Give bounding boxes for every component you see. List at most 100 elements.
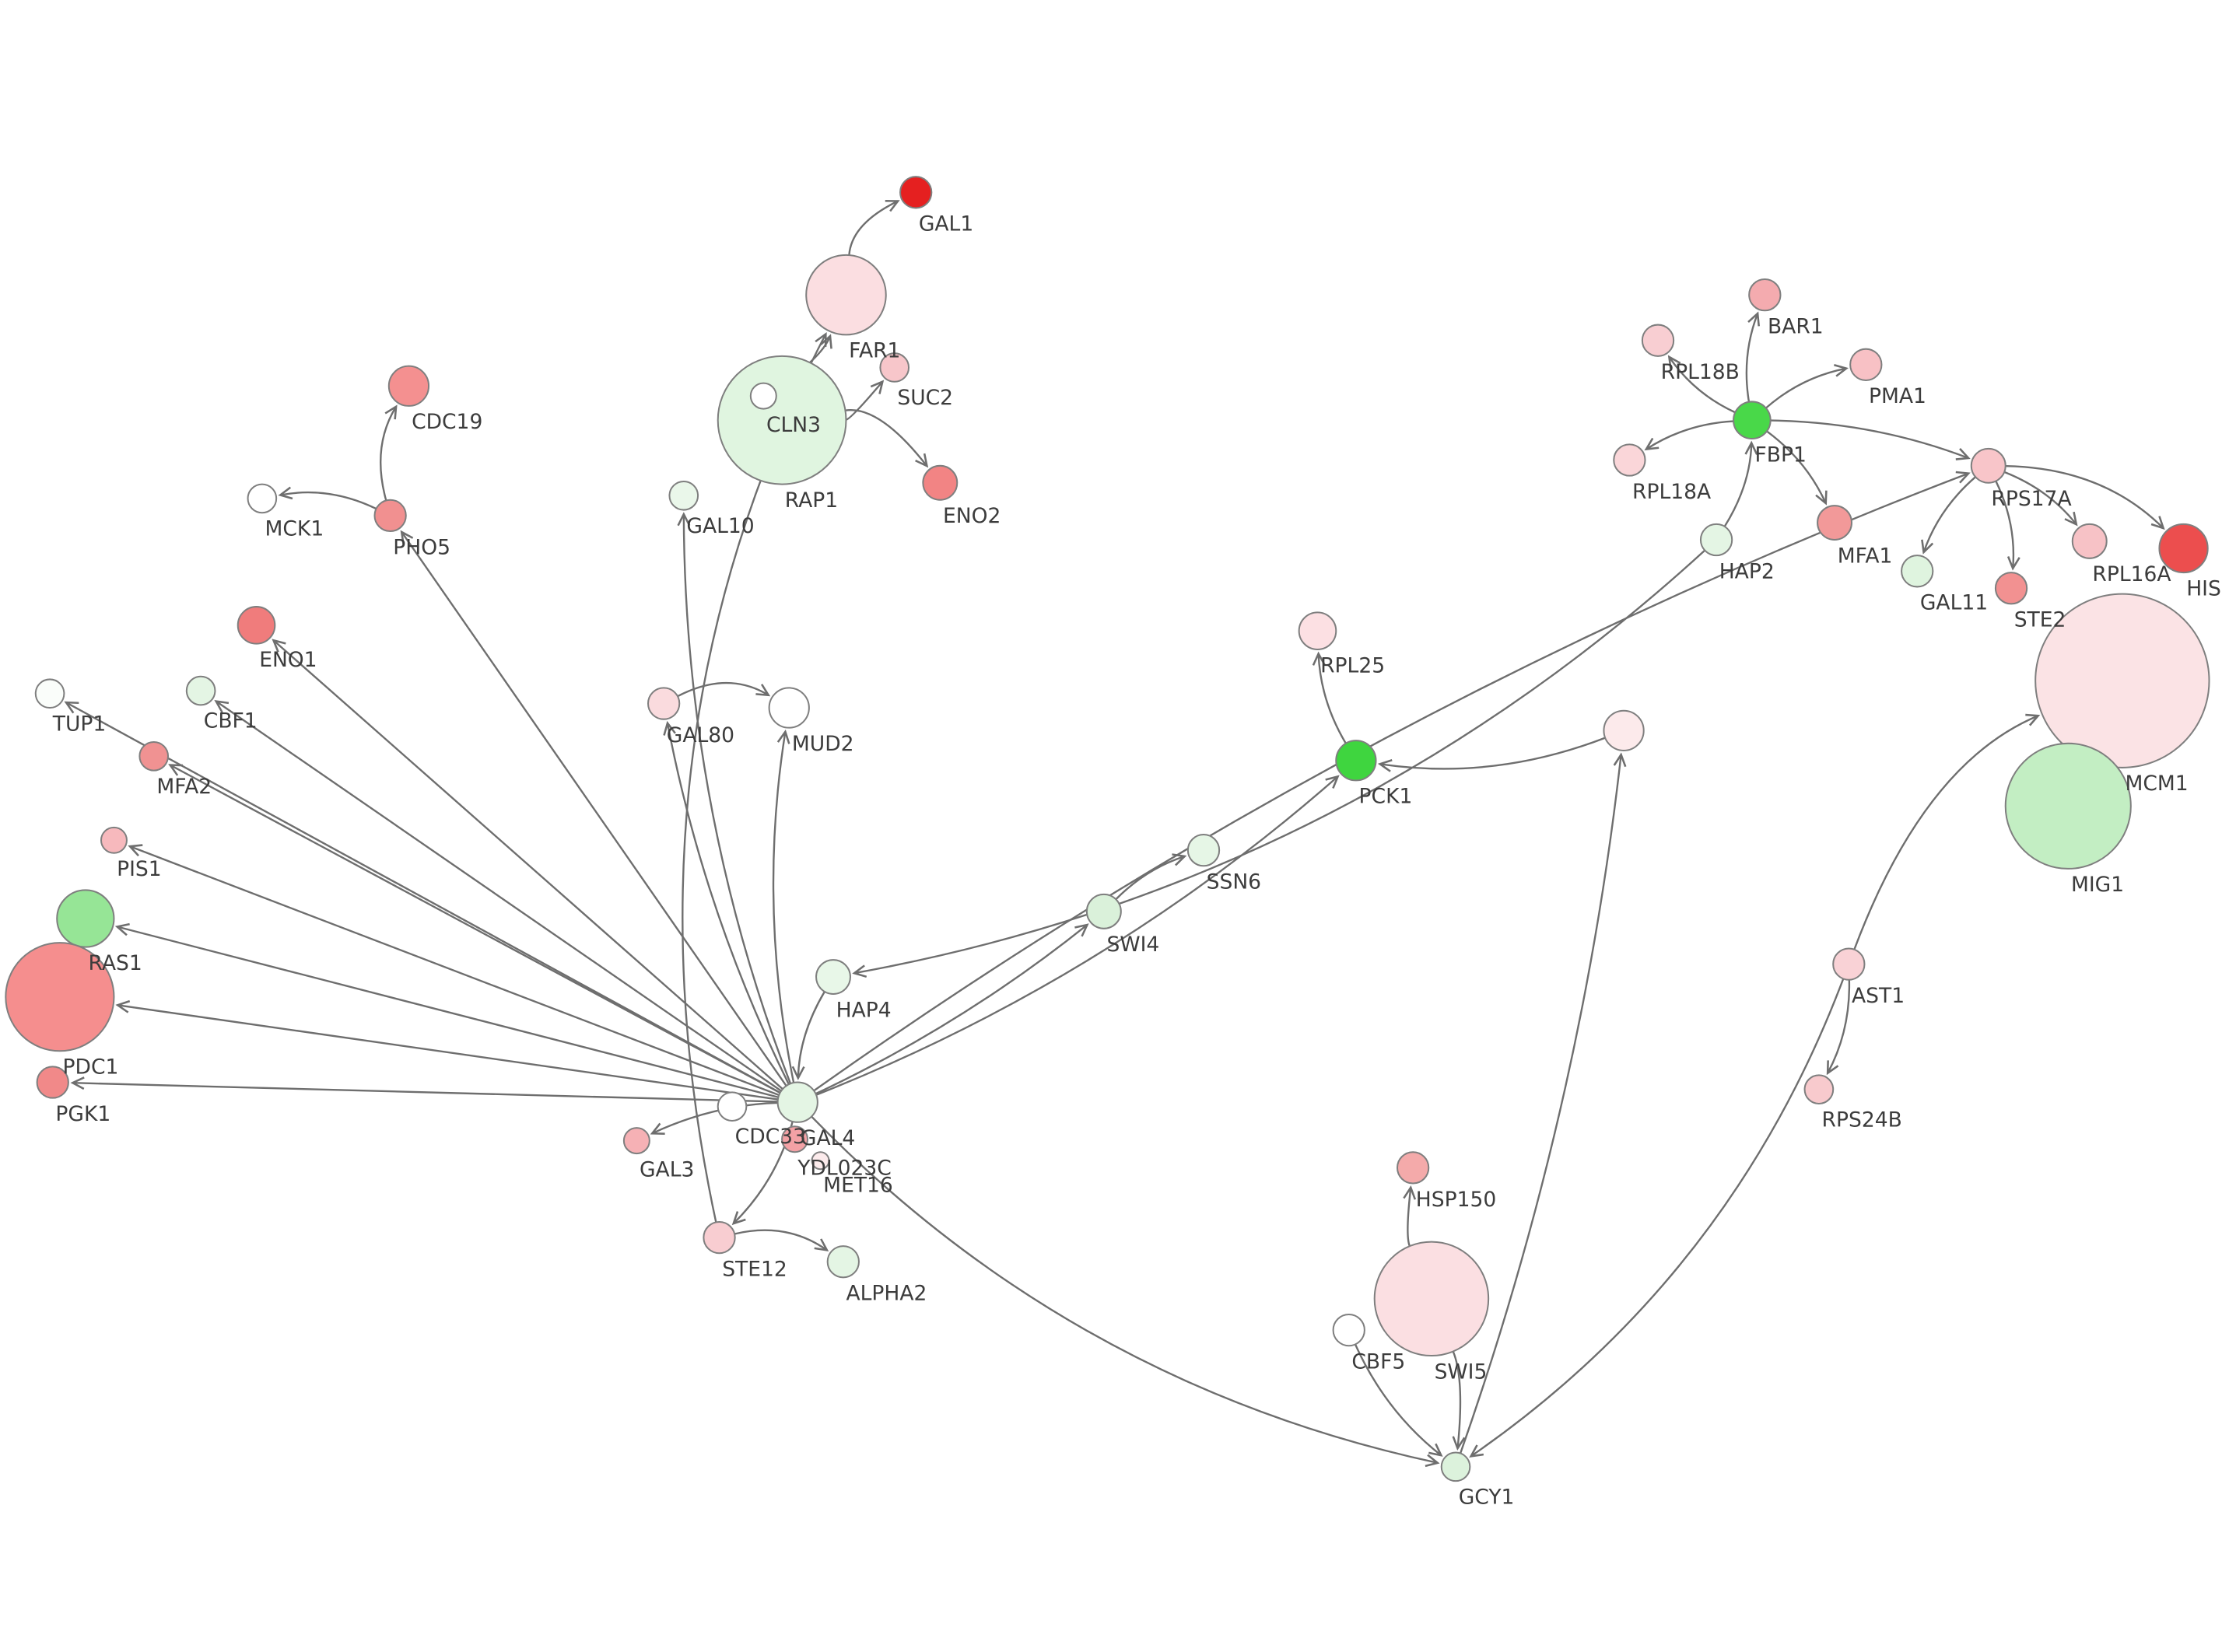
edge-SWI4-SSN6[interactable] [1115, 853, 1187, 901]
edge-PCK1-RPL25[interactable] [1312, 651, 1347, 744]
node-RPL25[interactable] [1298, 611, 1337, 650]
node-MIG1[interactable] [2004, 742, 2132, 870]
node-MCM1[interactable] [2034, 593, 2210, 768]
edge-GAL4-GCY1[interactable] [811, 1115, 1440, 1468]
node-GAL4[interactable] [776, 1081, 818, 1123]
edge-GAL4-PDC1[interactable] [115, 999, 779, 1101]
node-YDL023C[interactable] [781, 1125, 809, 1153]
edge-GAL4-CBF1[interactable] [214, 699, 782, 1092]
edge-UNNAMED-PCK1[interactable] [1377, 737, 1606, 772]
edge-FBP1-RPL18A[interactable] [1644, 420, 1734, 451]
node-MUD2[interactable] [768, 687, 810, 729]
node-PDC1[interactable] [5, 942, 115, 1052]
node-TUP1[interactable] [34, 678, 65, 709]
node-STE2[interactable] [1994, 572, 2028, 605]
node-PMA1[interactable] [1849, 348, 1883, 381]
edge-HAP2-FBP1[interactable] [1723, 440, 1758, 527]
node-CBF5[interactable] [1332, 1313, 1365, 1347]
node-GAL11[interactable] [1901, 555, 1934, 588]
edge-GAL4-PGK1[interactable] [70, 1076, 778, 1103]
edge-SWI5-GCY1[interactable] [1452, 1351, 1466, 1451]
node-CDC19[interactable] [387, 365, 430, 407]
edge-PHO5-MCK1[interactable] [278, 486, 377, 510]
node-RAP1[interactable] [717, 355, 847, 485]
node-PHO5[interactable] [373, 499, 407, 533]
edge-RAP1-SUC2[interactable] [846, 380, 885, 421]
edge-HAP4-GAL4[interactable] [791, 991, 825, 1080]
node-GAL3[interactable] [622, 1127, 650, 1155]
node-BAR1[interactable] [1748, 278, 1782, 312]
node-SSN6[interactable] [1186, 833, 1221, 867]
node-ENO2[interactable] [922, 464, 959, 501]
node-AST1[interactable] [1832, 947, 1866, 981]
node-HAP2[interactable] [1699, 523, 1733, 557]
edge-RPS17A-RPL16A[interactable] [2003, 471, 2078, 527]
node-SWI5[interactable] [1373, 1241, 1490, 1357]
node-GAL10[interactable] [668, 480, 699, 511]
edge-GAL4-MUD2[interactable] [772, 729, 795, 1083]
node-STE12[interactable] [703, 1220, 736, 1255]
edge-AST1-MCM1[interactable] [1853, 713, 2041, 950]
edge-RPS17A-GAL11[interactable] [1921, 476, 1976, 555]
edge-GAL4-PIS1[interactable] [128, 844, 780, 1097]
edge-RPS17A-STE2[interactable] [1995, 481, 2020, 571]
node-ENO1[interactable] [237, 606, 276, 645]
edge-GAL4-ENO1[interactable] [272, 639, 783, 1090]
edge-GAL4-PHO5[interactable] [400, 530, 787, 1087]
edge-GAL4-MFA2[interactable] [168, 764, 781, 1094]
node-HAP4[interactable] [815, 959, 851, 996]
edge-GAL4-TUP1[interactable] [64, 701, 781, 1094]
node-MFA1[interactable] [1817, 505, 1853, 541]
node-CBF1[interactable] [185, 675, 216, 706]
node-PCK1[interactable] [1335, 740, 1377, 782]
node-RPS17A[interactable] [1970, 447, 2006, 484]
node-CDC33[interactable] [717, 1091, 748, 1122]
node-RPS24B[interactable] [1803, 1074, 1835, 1105]
node-RAS1[interactable] [56, 889, 115, 948]
node-GAL1[interactable] [899, 176, 933, 209]
node-RPL18A[interactable] [1613, 443, 1646, 477]
edge-RAP1-ENO2[interactable] [845, 408, 929, 468]
edge-FBP1-BAR1[interactable] [1745, 311, 1760, 402]
node-SWI4[interactable] [1085, 893, 1122, 929]
edge-GAL4-RAS1[interactable] [114, 922, 779, 1098]
node-GAL80[interactable] [647, 687, 681, 720]
edge-FBP1-RPL18B[interactable] [1667, 355, 1736, 414]
edge-GAL4-GAL80[interactable] [663, 720, 790, 1085]
node-CLN3[interactable] [749, 382, 777, 410]
edge-STE12-ALPHA2[interactable] [734, 1229, 829, 1252]
edge-FBP1-MFA1[interactable] [1766, 430, 1828, 506]
edge-GAL4-GAL3[interactable] [650, 1101, 778, 1135]
edge-AST1-GCY1[interactable] [1469, 978, 1845, 1458]
node-unlabeled[interactable] [1603, 709, 1645, 751]
node-HIS4[interactable] [2158, 523, 2209, 574]
edge-FBP1-RPS17A[interactable] [1770, 419, 1971, 460]
node-SUC2[interactable] [879, 352, 910, 383]
edge-FAR1-GAL1[interactable] [848, 200, 900, 256]
node-PGK1[interactable] [36, 1066, 69, 1099]
node-RPL18B[interactable] [1641, 324, 1675, 357]
node-MCK1[interactable] [247, 483, 278, 514]
edge-FBP1-PMA1[interactable] [1765, 364, 1849, 409]
edge-GAL4-PCK1[interactable] [815, 775, 1340, 1096]
edge-CBF5-GCY1[interactable] [1354, 1343, 1443, 1457]
edge-AST1-RPS24B[interactable] [1826, 979, 1851, 1076]
edge-GAL4-GAL10[interactable] [677, 512, 792, 1084]
edge-SWI5-HSP150[interactable] [1403, 1185, 1417, 1247]
edge-GAL4-SWI4[interactable] [815, 923, 1089, 1095]
node-PIS1[interactable] [100, 826, 128, 854]
edge-HAP2-HAP4[interactable] [852, 549, 1706, 978]
edge-GCY1-UNNAMED[interactable] [1459, 752, 1627, 1454]
node-MFA2[interactable] [138, 740, 170, 772]
edge-GAL80-MUD2[interactable] [677, 681, 771, 698]
node-MET16[interactable] [811, 1151, 830, 1171]
node-RPL16A[interactable] [2071, 523, 2108, 559]
node-HSP150[interactable] [1396, 1151, 1430, 1185]
node-GCY1[interactable] [1440, 1451, 1471, 1482]
edge-GAL4-RPS17A[interactable] [813, 471, 1971, 1092]
node-FAR1[interactable] [805, 254, 887, 336]
node-ALPHA2[interactable] [826, 1245, 860, 1279]
node-FBP1[interactable] [1733, 401, 1772, 440]
edge-PHO5-CDC19[interactable] [380, 404, 398, 501]
edge-RPS17A-HIS4[interactable] [2005, 465, 2165, 530]
